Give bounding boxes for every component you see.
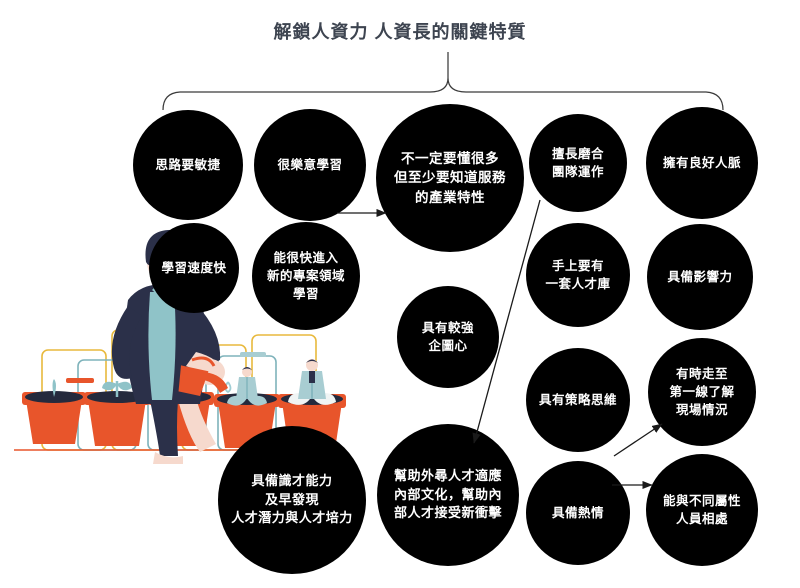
bubble-agile-thinking[interactable]: 思路要敏捷 <box>133 110 243 220</box>
bubble-passion[interactable]: 具備熱情 <box>526 461 630 565</box>
bubble-label: 具有較強 企圖心 <box>421 320 474 353</box>
bubble-new-project-domain[interactable]: 能很快進入 新的專案領域 學習 <box>252 222 360 330</box>
bubble-fast-learner[interactable]: 學習速度快 <box>149 223 239 313</box>
bubble-industry-knowledge[interactable]: 不一定要懂很多 但至少要知道服務 的產業特性 <box>376 104 524 252</box>
bubble-label: 能與不同屬性 人員相處 <box>662 493 741 526</box>
shelf-labels <box>66 348 266 383</box>
pot-1 <box>22 379 86 444</box>
bubble-label: 能很快進入 新的專案領域 學習 <box>266 250 345 302</box>
bubble-diverse-people[interactable]: 能與不同屬性 人員相處 <box>646 454 758 566</box>
bubble-label: 幫助外尋人才適應 內部文化，幫助內 部人才接受新衝擊 <box>393 467 502 521</box>
bubble-label: 擅長磨合 團隊運作 <box>551 146 604 179</box>
bubble-label: 學習速度快 <box>161 260 227 275</box>
bubble-talent-spotting[interactable]: 具備識才能力 及早發現 人才潛力與人才培力 <box>218 426 366 574</box>
bubble-team-integration[interactable]: 擅長磨合 團隊運作 <box>529 114 627 212</box>
pot-2 <box>84 381 150 446</box>
bubble-label: 具有策略思維 <box>538 392 617 407</box>
shelf-frames-teal <box>77 341 277 451</box>
bubble-good-network[interactable]: 擁有良好人脈 <box>646 107 758 219</box>
pot-3 <box>148 374 214 446</box>
bubble-label: 手上要有 一套人才庫 <box>545 258 611 291</box>
page-title: 解鎖人資力 人資長的關鍵特質 <box>273 22 527 42</box>
bubble-talent-pool[interactable]: 手上要有 一套人才庫 <box>526 223 630 327</box>
bubble-label: 具備熱情 <box>551 505 604 520</box>
bubble-label: 擁有良好人脈 <box>662 155 741 170</box>
bubble-strong-ambition[interactable]: 具有較強 企圖心 <box>397 286 499 388</box>
watering-can <box>178 356 228 397</box>
bubble-label: 具備識才能力 及早發現 人才潛力與人才培力 <box>231 472 353 526</box>
bubble-front-line[interactable]: 有時走至 第一線了解 現場情況 <box>648 338 756 446</box>
bubble-label: 有時走至 第一線了解 現場情況 <box>669 366 735 418</box>
bubble-label: 具備影響力 <box>667 269 733 284</box>
water-droplets <box>171 371 244 408</box>
bubble-label: 很樂意學習 <box>277 157 343 172</box>
bubble-strategic-thinking[interactable]: 具有策略思維 <box>526 348 630 452</box>
bubble-label: 不一定要懂很多 但至少要知道服務 的產業特性 <box>394 150 506 205</box>
bubble-label: 思路要敏捷 <box>155 157 221 172</box>
bubble-willing-to-learn[interactable]: 很樂意學習 <box>254 109 366 221</box>
bubble-influence[interactable]: 具備影響力 <box>647 224 753 330</box>
bubble-culture-adaptation[interactable]: 幫助外尋人才適應 內部文化，幫助內 部人才接受新衝擊 <box>377 424 519 566</box>
